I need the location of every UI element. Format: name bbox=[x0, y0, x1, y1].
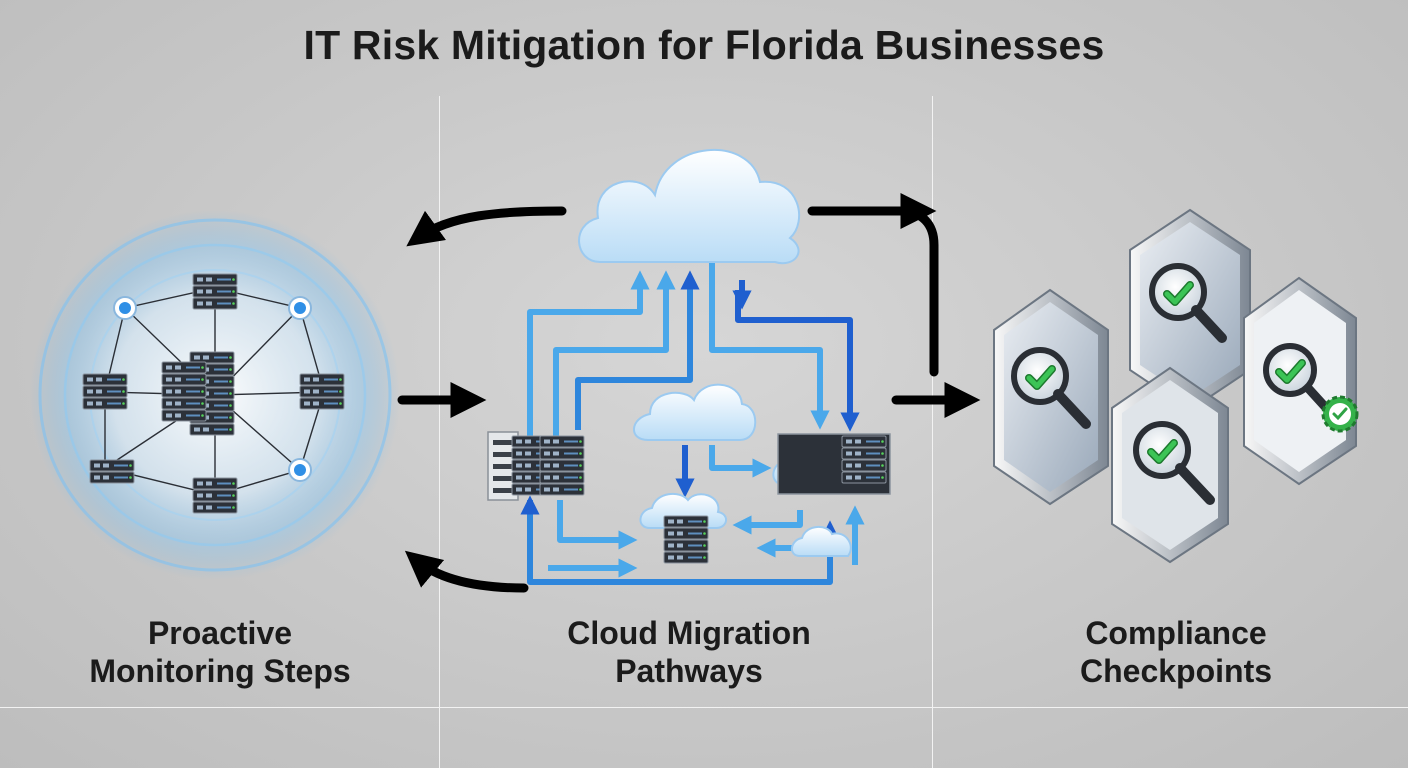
shield-4 bbox=[1111, 366, 1229, 564]
cloud-migration-icon bbox=[487, 149, 891, 585]
panel-label-migration-line1: Cloud Migration bbox=[567, 615, 811, 651]
panel-label-migration: Cloud Migration Pathways bbox=[489, 614, 889, 690]
panel-label-monitoring: Proactive Monitoring Steps bbox=[20, 614, 420, 690]
arrow-migration-to-monitoring-bottom bbox=[404, 550, 529, 593]
page-title: IT Risk Mitigation for Florida Businesse… bbox=[303, 22, 1105, 68]
panel-label-monitoring-line1: Proactive bbox=[147, 615, 293, 651]
bottom-divider bbox=[0, 707, 1408, 708]
shield-3 bbox=[1243, 276, 1359, 486]
panel-label-compliance-line1: Compliance bbox=[1085, 615, 1267, 651]
shield-2 bbox=[1129, 208, 1251, 412]
panel-divider-right bbox=[932, 96, 933, 768]
shield-checkmark-icon bbox=[993, 208, 1359, 564]
gear-badge-icon bbox=[1321, 395, 1359, 433]
panel-label-compliance-line2: Checkpoints bbox=[1079, 653, 1273, 689]
panel-label-monitoring-line2: Monitoring Steps bbox=[89, 653, 351, 689]
arrow-cloud-to-monitoring-top bbox=[406, 206, 567, 247]
panel-label-migration-line2: Pathways bbox=[615, 653, 763, 689]
panel-label-compliance: Compliance Checkpoints bbox=[976, 614, 1376, 690]
flow-arrows bbox=[397, 193, 981, 593]
shield-1 bbox=[993, 288, 1109, 506]
arrow-cloud-to-compliance bbox=[807, 206, 939, 377]
panel-divider-left bbox=[439, 96, 440, 768]
network-monitoring-icon bbox=[30, 210, 400, 580]
